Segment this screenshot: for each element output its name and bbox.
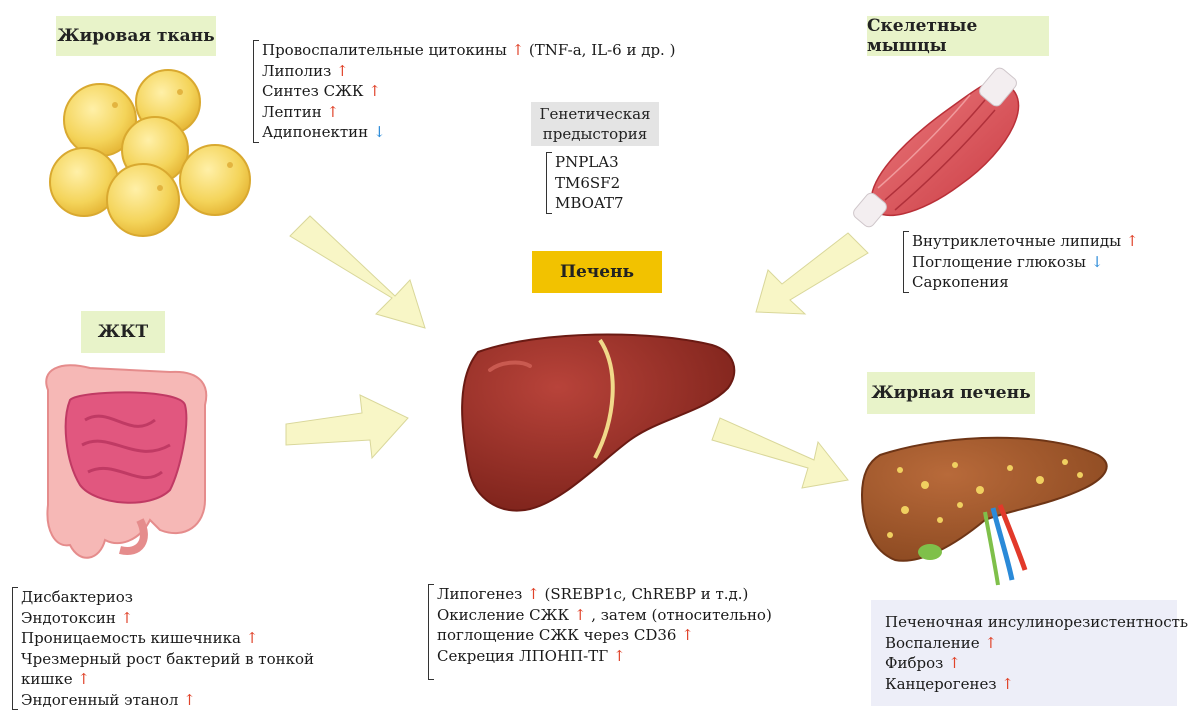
- arrow-gi-to-liver: [286, 395, 408, 458]
- list-item: Печеночная инсулинорезистентность ↑: [885, 612, 1177, 633]
- list-item: Синтез СЖК ↑: [262, 81, 675, 102]
- list-item: Канцерогенез ↑: [885, 674, 1177, 695]
- list-item: Липогенез ↑ (SREBP1c, ChREBP и т.д.): [437, 584, 772, 605]
- list-item: Проницаемость кишечника ↑: [21, 628, 314, 649]
- gi-tract-label: ЖКТ: [81, 311, 165, 353]
- list-item: PNPLA3: [555, 152, 624, 173]
- liver-effects-list: Липогенез ↑ (SREBP1c, ChREBP и т.д.) Оки…: [428, 584, 772, 680]
- muscle-effects-list: Внутриклеточные липиды ↑ Поглощение глюк…: [903, 231, 1138, 293]
- adipose-tissue-label: Жировая ткань: [56, 16, 216, 56]
- list-item: Саркопения: [912, 272, 1138, 293]
- genetic-factors-list: PNPLA3 TM6SF2 MBOAT7: [546, 152, 624, 214]
- arrow-liver-to-fatty: [712, 418, 848, 488]
- liver-icon: [462, 335, 734, 511]
- skeletal-muscle-label: Скелетные мышцы: [867, 16, 1049, 56]
- list-item: MBOAT7: [555, 193, 624, 214]
- list-item: Эндогенный этанол ↑: [21, 690, 314, 710]
- list-item: TM6SF2: [555, 173, 624, 194]
- list-item: Поглощение глюкозы ↓: [912, 252, 1138, 273]
- liver-label: Печень: [532, 251, 662, 293]
- list-item: Окисление СЖК ↑ , затем (относительно): [437, 605, 772, 626]
- skeletal-muscle-icon: [851, 66, 1019, 230]
- list-item: Провоспалительные цитокины ↑ (TNF-a, IL-…: [262, 40, 675, 61]
- fatty-liver-effects-list: Печеночная инсулинорезистентность ↑ Восп…: [871, 600, 1177, 706]
- arrow-muscle-to-liver: [756, 233, 868, 314]
- list-item: Липолиз ↑: [262, 61, 675, 82]
- list-item: поглощение СЖК через CD36 ↑: [437, 625, 772, 646]
- fatty-liver-label: Жирная печень: [867, 372, 1035, 414]
- list-item: Фиброз ↑: [885, 653, 1177, 674]
- list-item: Эндотоксин ↑: [21, 608, 314, 629]
- list-item: Воспаление ↑: [885, 633, 1177, 654]
- intestine-icon: [46, 365, 206, 557]
- gi-effects-list: Дисбактериоз Эндотоксин ↑ Проницаемость …: [12, 587, 314, 710]
- list-item: Адипонектин ↓: [262, 122, 675, 143]
- list-item: Лептин ↑: [262, 102, 675, 123]
- list-item: Дисбактериоз: [21, 587, 314, 608]
- fat-cells-icon: [50, 70, 250, 236]
- list-item: кишке ↑: [21, 669, 314, 690]
- adipose-effects-list: Провоспалительные цитокины ↑ (TNF-a, IL-…: [253, 40, 675, 143]
- arrow-adipose-to-liver: [290, 216, 425, 328]
- fatty-liver-icon: [862, 438, 1107, 585]
- list-item: Чрезмерный рост бактерий в тонкой: [21, 649, 314, 670]
- list-item: Внутриклеточные липиды ↑: [912, 231, 1138, 252]
- list-item: Секреция ЛПОНП-ТГ ↑: [437, 646, 772, 667]
